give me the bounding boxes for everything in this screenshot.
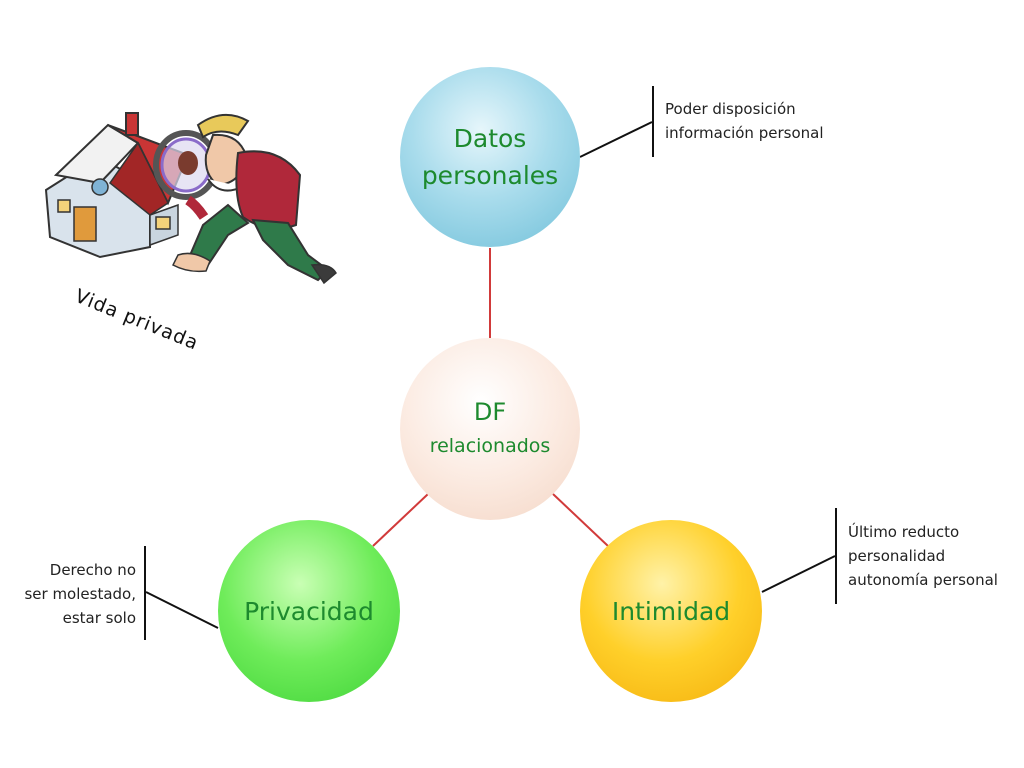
note-datos-personales: Poder disposición información personal (665, 100, 824, 142)
man-with-magnifier-icon (153, 114, 337, 285)
vida-privada-illustration (44, 112, 337, 285)
note-leader-datos (579, 121, 653, 158)
node-df-title: DF (473, 398, 507, 426)
note-leader-intimidad (761, 555, 836, 593)
node-datos-personales: Datos personales (400, 67, 580, 247)
node-privacidad: Privacidad (218, 520, 400, 702)
note-privacidad: Derecho no ser molestado, estar solo (24, 561, 136, 627)
connector-privacidad (372, 493, 429, 547)
node-df-center: DF relacionados (400, 338, 580, 520)
node-datos-label: Datos personales (421, 124, 559, 190)
node-privacidad-label: Privacidad (244, 596, 374, 626)
node-intimidad-label: Intimidad (611, 596, 731, 626)
note-intimidad: Último reducto personalidad autonomía pe… (848, 523, 998, 589)
connector-intimidad (552, 493, 609, 547)
node-intimidad: Intimidad (580, 520, 762, 702)
note-leader-privacidad (145, 591, 219, 629)
node-df-subtitle: relacionados (429, 435, 551, 457)
house-icon (44, 112, 190, 259)
